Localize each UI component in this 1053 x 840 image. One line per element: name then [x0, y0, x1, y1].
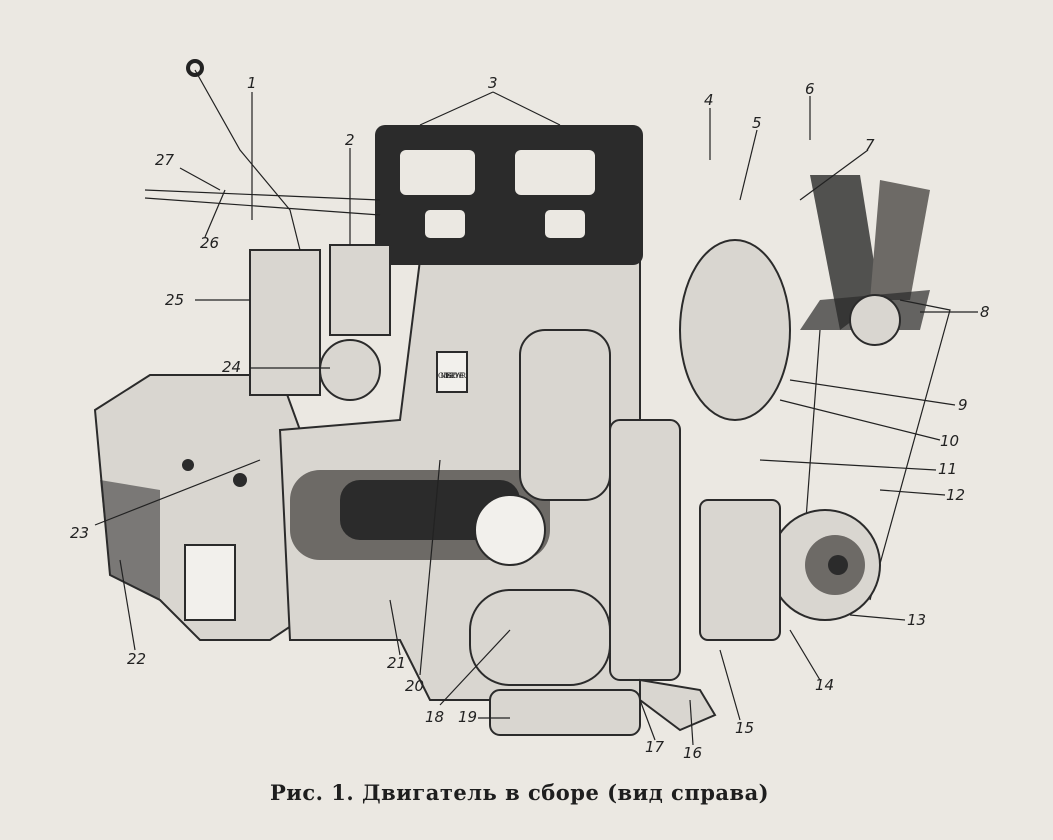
callout-11: 11 [938, 460, 957, 478]
gm-badge-text: GM DIESEL POWER [438, 372, 467, 380]
callout-12: 12 [946, 486, 965, 504]
oil-cooler [609, 419, 781, 732]
dipstick-tube [194, 69, 301, 251]
callout-2: 2 [345, 131, 355, 149]
callout-22: 22 [127, 650, 146, 668]
leader-lines [94, 91, 978, 746]
callout-6: 6 [805, 80, 815, 98]
control-rods [144, 189, 381, 216]
callout-8: 8 [980, 303, 990, 321]
callout-19: 19 [458, 708, 477, 726]
callout-21: 21 [387, 654, 406, 672]
callout-27: 27 [155, 151, 175, 169]
callout-17: 17 [645, 738, 665, 756]
gm-badge [436, 351, 468, 393]
callout-10: 10 [940, 432, 959, 450]
callout-20: 20 [405, 677, 424, 695]
callout-1: 1 [247, 74, 257, 92]
callout-15: 15 [735, 719, 754, 737]
callout-24: 24 [222, 358, 241, 376]
air-box [375, 125, 643, 265]
dipstick-handle [186, 59, 204, 77]
callout-5: 5 [752, 114, 762, 132]
callout-7: 7 [865, 136, 875, 154]
oil-pan-sump [469, 589, 641, 736]
fan-assembly [679, 175, 951, 601]
callout-3: 3 [488, 74, 498, 92]
callout-14: 14 [815, 676, 834, 694]
callout-4: 4 [704, 91, 714, 109]
callout-labels: 1 2 3 4 5 6 7 8 9 10 11 12 13 14 15 16 1… [70, 74, 990, 762]
callout-26: 26 [200, 234, 219, 252]
callout-13: 13 [907, 611, 926, 629]
figure-caption: Рис. 1. Двигатель в сборе (вид справа) [270, 780, 770, 805]
callout-25: 25 [165, 291, 184, 309]
oil-filter [249, 244, 391, 401]
crank-pulley [769, 509, 881, 621]
callout-23: 23 [70, 524, 89, 542]
callout-9: 9 [958, 396, 968, 414]
engine-block: GM DIESEL POWER [278, 248, 641, 701]
callout-16: 16 [683, 744, 702, 762]
flywheel-housing [93, 374, 301, 641]
callout-18: 18 [425, 708, 444, 726]
